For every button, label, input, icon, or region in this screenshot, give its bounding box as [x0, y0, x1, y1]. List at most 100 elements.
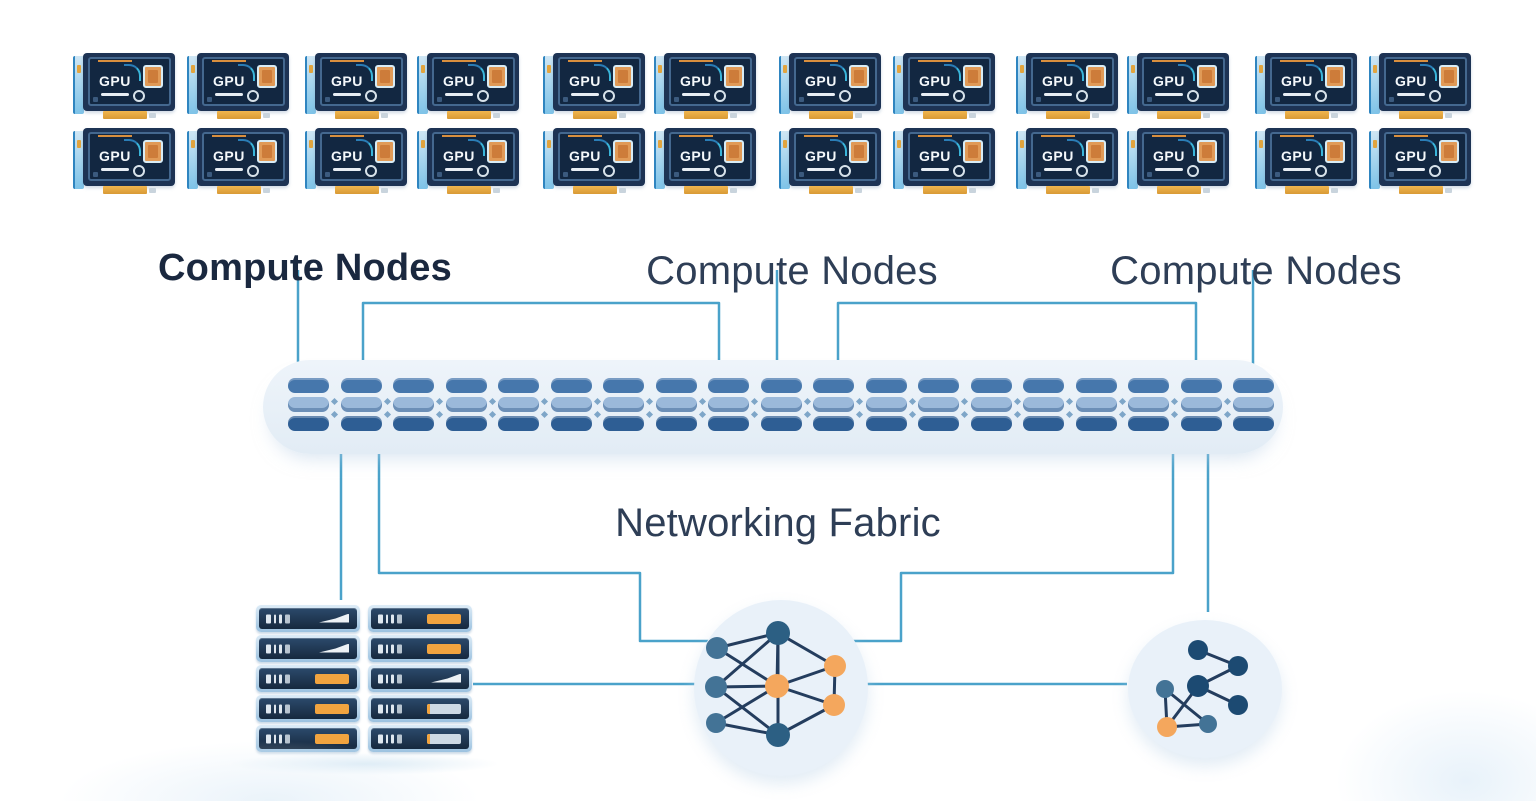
card-bracket [543, 56, 554, 114]
pci-connector [809, 186, 862, 194]
card-body: GPU [553, 128, 645, 186]
chip-trace [356, 139, 373, 156]
switch-icon [288, 378, 329, 437]
chip-trace [468, 64, 485, 81]
gpu-card-icon: GPU [417, 53, 519, 119]
gpu-card-icon: GPU [1016, 53, 1118, 119]
card-face: GPU [202, 57, 285, 106]
gpu-card-label: GPU [213, 73, 245, 89]
gpu-card-icon: GPU [1255, 128, 1357, 194]
link-dots-icon [384, 399, 391, 419]
card-body: GPU [903, 128, 995, 186]
pci-connector [447, 186, 500, 194]
drive-led-strip [266, 734, 290, 743]
card-bracket [893, 56, 904, 114]
card-body: GPU [427, 128, 519, 186]
gpu-underline [1044, 168, 1072, 171]
gpu-card-label: GPU [569, 73, 601, 89]
link-dots-icon [1171, 399, 1178, 419]
gpu-chip-icon [487, 140, 507, 163]
card-body: GPU [197, 128, 289, 186]
gpu-card-icon: GPU [187, 53, 289, 119]
gpu-chip-icon [963, 65, 983, 88]
card-bracket [1127, 56, 1138, 114]
chip-trace [1178, 64, 1195, 81]
switch-bar [760, 416, 802, 431]
link-dots-icon [1224, 399, 1231, 419]
card-face: GPU [669, 132, 752, 181]
server-unit [368, 665, 472, 692]
gpu-underline [1283, 168, 1311, 171]
chip-trace [705, 139, 722, 156]
server-unit [368, 605, 472, 632]
gpu-card-label: GPU [443, 73, 475, 89]
gpu-card-label: GPU [569, 148, 601, 164]
fan-icon [603, 90, 615, 102]
card-face: GPU [432, 57, 515, 106]
networking-fabric-label: Networking Fabric [615, 501, 941, 546]
gpu-card-icon: GPU [73, 128, 175, 194]
chip-trace [1306, 64, 1323, 81]
gpu-card-label: GPU [1281, 148, 1313, 164]
switch-bar [550, 416, 592, 431]
pci-connector [684, 111, 737, 119]
gpu-underline [571, 93, 599, 96]
card-body: GPU [664, 53, 756, 111]
card-face: GPU [908, 132, 991, 181]
switch-bar [1023, 397, 1064, 412]
card-body: GPU [789, 53, 881, 111]
gpu-underline [1155, 93, 1183, 96]
gpu-card-label: GPU [331, 73, 363, 89]
switch-bar [1180, 397, 1222, 412]
gpu-chip-icon [613, 140, 633, 163]
card-body: GPU [197, 53, 289, 111]
card-face: GPU [794, 57, 877, 106]
fan-icon [247, 90, 259, 102]
card-bracket [73, 131, 84, 189]
fan-icon [365, 90, 377, 102]
gpu-card-label: GPU [805, 73, 837, 89]
fan-icon [1315, 165, 1327, 177]
activity-indicator [427, 733, 461, 744]
switch-bar [1128, 378, 1169, 393]
gpu-underline [807, 168, 835, 171]
pci-connector [1157, 186, 1210, 194]
chip-trace [594, 139, 611, 156]
chip-trace [468, 139, 485, 156]
link-dots-icon [489, 399, 496, 419]
gpu-underline [571, 168, 599, 171]
chip-trace [830, 139, 847, 156]
server-unit-face [259, 668, 357, 689]
server-unit [368, 635, 472, 662]
gpu-card-icon: GPU [893, 53, 995, 119]
chip-trace [944, 64, 961, 81]
card-body: GPU [903, 53, 995, 111]
pci-connector [1285, 111, 1338, 119]
gpu-card-icon: GPU [1127, 128, 1229, 194]
rack-shadow [229, 753, 499, 775]
card-face: GPU [1031, 57, 1114, 106]
link-dots-icon [1119, 399, 1126, 419]
pci-connector [217, 111, 270, 119]
switch-bar [655, 416, 697, 431]
server-unit [256, 635, 360, 662]
card-body: GPU [315, 128, 407, 186]
chip-trace [705, 64, 722, 81]
gpu-underline [445, 168, 473, 171]
switch-bar [603, 397, 644, 412]
server-unit [368, 695, 472, 722]
gpu-card-label: GPU [99, 73, 131, 89]
switch-icon [550, 378, 592, 437]
gpu-underline [101, 168, 129, 171]
switch-bar [445, 397, 487, 412]
switch-bar [550, 378, 592, 393]
switch-bar [813, 378, 854, 393]
pci-connector [103, 111, 156, 119]
server-unit-face [371, 668, 469, 689]
gpu-card-icon: GPU [779, 128, 881, 194]
switch-bar [1023, 416, 1064, 431]
gpu-card-label: GPU [919, 148, 951, 164]
switch-bar [1128, 397, 1169, 412]
gpu-card-label: GPU [99, 148, 131, 164]
fan-icon [1187, 90, 1199, 102]
